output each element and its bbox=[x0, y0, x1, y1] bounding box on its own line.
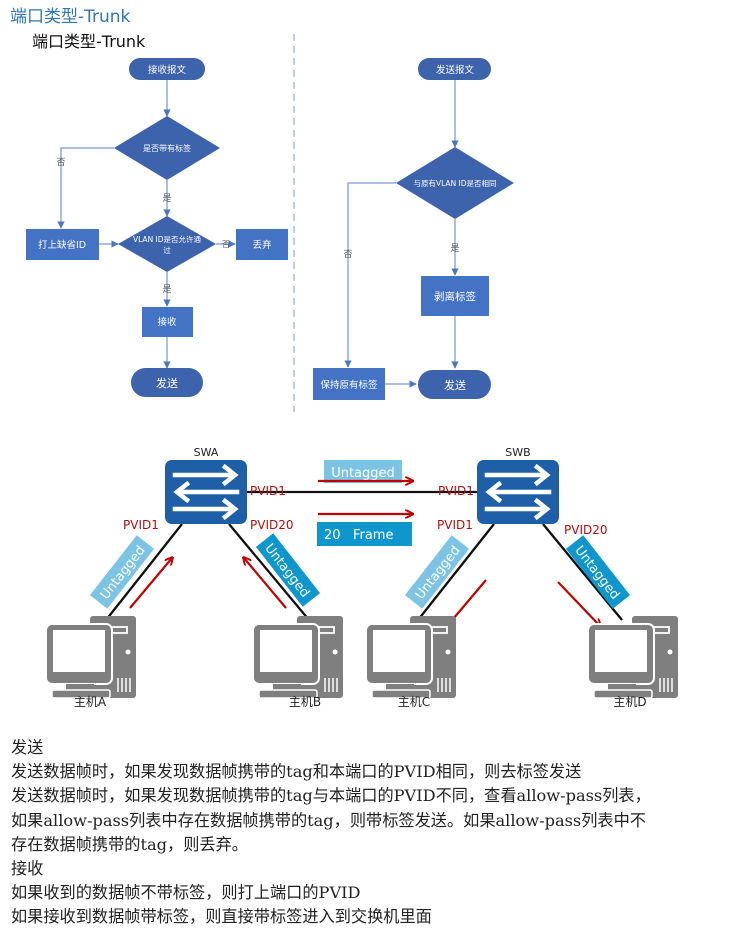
cable-swb-host-c bbox=[417, 523, 495, 621]
cable-swa-host-a bbox=[105, 523, 183, 621]
note-receive-heading: 接收 bbox=[11, 859, 44, 879]
swb-left-pvid: PVID1 bbox=[437, 518, 473, 532]
strip-tag-box bbox=[421, 276, 489, 316]
swa-right-pvid: PVID20 bbox=[250, 518, 294, 532]
receive-start-label: 接收报文 bbox=[148, 64, 187, 76]
strip-tag-label: 剥离标签 bbox=[434, 290, 476, 303]
send-end-label: 发送 bbox=[444, 378, 466, 392]
host-d-icon bbox=[587, 615, 679, 699]
switch-b-label: SWB bbox=[505, 446, 530, 459]
switch-a-label: SWA bbox=[194, 446, 219, 459]
trunk-untagged-badge bbox=[324, 460, 402, 483]
arrow-swb-to-host-d bbox=[557, 581, 600, 626]
note-line: 如果收到的数据帧不带标签，则打上端口的PVID bbox=[11, 883, 361, 903]
note-line: 如果接收到数据帧带标签，则直接带标签进入到交换机里面 bbox=[11, 907, 432, 927]
add-default-id-label: 打上缺省ID bbox=[38, 239, 86, 251]
arrow-host-b-to-swa bbox=[244, 558, 287, 609]
note-send-heading: 发送 bbox=[11, 738, 44, 757]
host-d-label: 主机D bbox=[613, 695, 646, 709]
link-d-untagged-badge bbox=[565, 535, 631, 609]
decision-same-vlan-label: 与原有VLAN ID是否相同 bbox=[413, 178, 496, 188]
label-yes-1: 是 bbox=[162, 193, 171, 204]
decision-has-tag-label: 是否带有标签 bbox=[143, 143, 191, 153]
host-c-label: 主机C bbox=[398, 695, 430, 709]
decision-has-tag bbox=[114, 116, 220, 180]
send-start-terminal bbox=[418, 58, 491, 80]
swa-left-pvid: PVID1 bbox=[123, 518, 159, 532]
host-a-label: 主机A bbox=[74, 695, 107, 709]
decision-same-vlan bbox=[396, 147, 514, 219]
decision-vlan-label-1: VLAN ID是否允许通 bbox=[133, 234, 202, 244]
link-b-untagged-badge bbox=[255, 533, 321, 607]
host-b-label: 主机B bbox=[289, 695, 321, 709]
note-line: 如果allow-pass列表中存在数据帧携带的tag，则带标签发送。如果allo… bbox=[11, 810, 646, 830]
notes: 发送 发送数据帧时，如果发现数据帧携带的tag和本端口的PVID相同，则去标签发… bbox=[11, 736, 736, 930]
note-line: 发送数据帧时，如果发现数据帧携带的tag与本端口的PVID不同，查看allow-… bbox=[11, 786, 651, 806]
trunk-frame-label: 20 Frame bbox=[324, 528, 393, 543]
trunk-untagged-label: Untagged bbox=[331, 466, 395, 481]
discard-box bbox=[236, 229, 288, 260]
link-a-untagged-badge bbox=[89, 535, 155, 609]
send-start-label: 发送报文 bbox=[436, 64, 475, 76]
link-d-untagged-label: Untagged bbox=[571, 543, 622, 602]
switch-a-icon bbox=[165, 460, 247, 524]
receive-start-terminal bbox=[129, 58, 205, 80]
edge-decision-no bbox=[344, 182, 396, 368]
host-a-icon bbox=[45, 615, 137, 699]
accept-label: 接收 bbox=[157, 316, 177, 328]
figure-title: 端口类型-Trunk bbox=[32, 32, 146, 51]
label-no-2: 否 bbox=[222, 240, 230, 249]
link-c-untagged-badge bbox=[404, 535, 470, 609]
decision-vlan-label-2: 过 bbox=[163, 245, 171, 255]
label-no-1: 否 bbox=[56, 157, 65, 168]
trunk-frame-badge bbox=[317, 522, 412, 546]
note-line: 存在数据帧携带的tag，则丢弃。 bbox=[11, 834, 248, 854]
add-default-id-box bbox=[26, 229, 99, 260]
switch-b-icon bbox=[477, 460, 559, 524]
host-c-icon bbox=[365, 615, 457, 699]
edge-tag-no bbox=[57, 147, 114, 229]
swb-trunk-pvid: PVID1 bbox=[438, 484, 474, 498]
trunk-topology: SWA SWB PVID1 PVID20 PVID1 PVID1 PVID1 P… bbox=[45, 446, 679, 709]
keep-tag-box bbox=[313, 368, 385, 400]
cable-swb-host-d bbox=[542, 523, 623, 621]
swb-right-pvid: PVID20 bbox=[564, 523, 608, 537]
receive-end-terminal bbox=[131, 368, 203, 397]
arrow-host-a-to-swa bbox=[129, 558, 172, 609]
host-b-icon bbox=[252, 615, 344, 699]
note-line: 发送数据帧时，如果发现数据帧携带的tag和本端口的PVID相同，则去标签发送 bbox=[11, 762, 582, 782]
label-yes-2: 是 bbox=[162, 284, 171, 295]
send-end-terminal bbox=[418, 370, 491, 399]
page-heading: 端口类型-Trunk bbox=[10, 7, 131, 27]
send-label-yes: 是 bbox=[450, 243, 459, 254]
flowcharts: 接收报文 是否带有标签 否 是 打上缺省ID VLAN ID是否允许通 过 否 … bbox=[26, 34, 514, 412]
keep-tag-label: 保持原有标签 bbox=[320, 379, 378, 391]
send-label-no: 否 bbox=[343, 249, 352, 260]
cable-swa-host-b bbox=[228, 523, 310, 621]
decision-vlan-allowed bbox=[118, 216, 216, 272]
accept-box bbox=[142, 307, 193, 337]
receive-end-label: 发送 bbox=[156, 376, 178, 390]
swa-trunk-pvid: PVID1 bbox=[250, 484, 286, 498]
discard-label: 丢弃 bbox=[252, 239, 272, 251]
